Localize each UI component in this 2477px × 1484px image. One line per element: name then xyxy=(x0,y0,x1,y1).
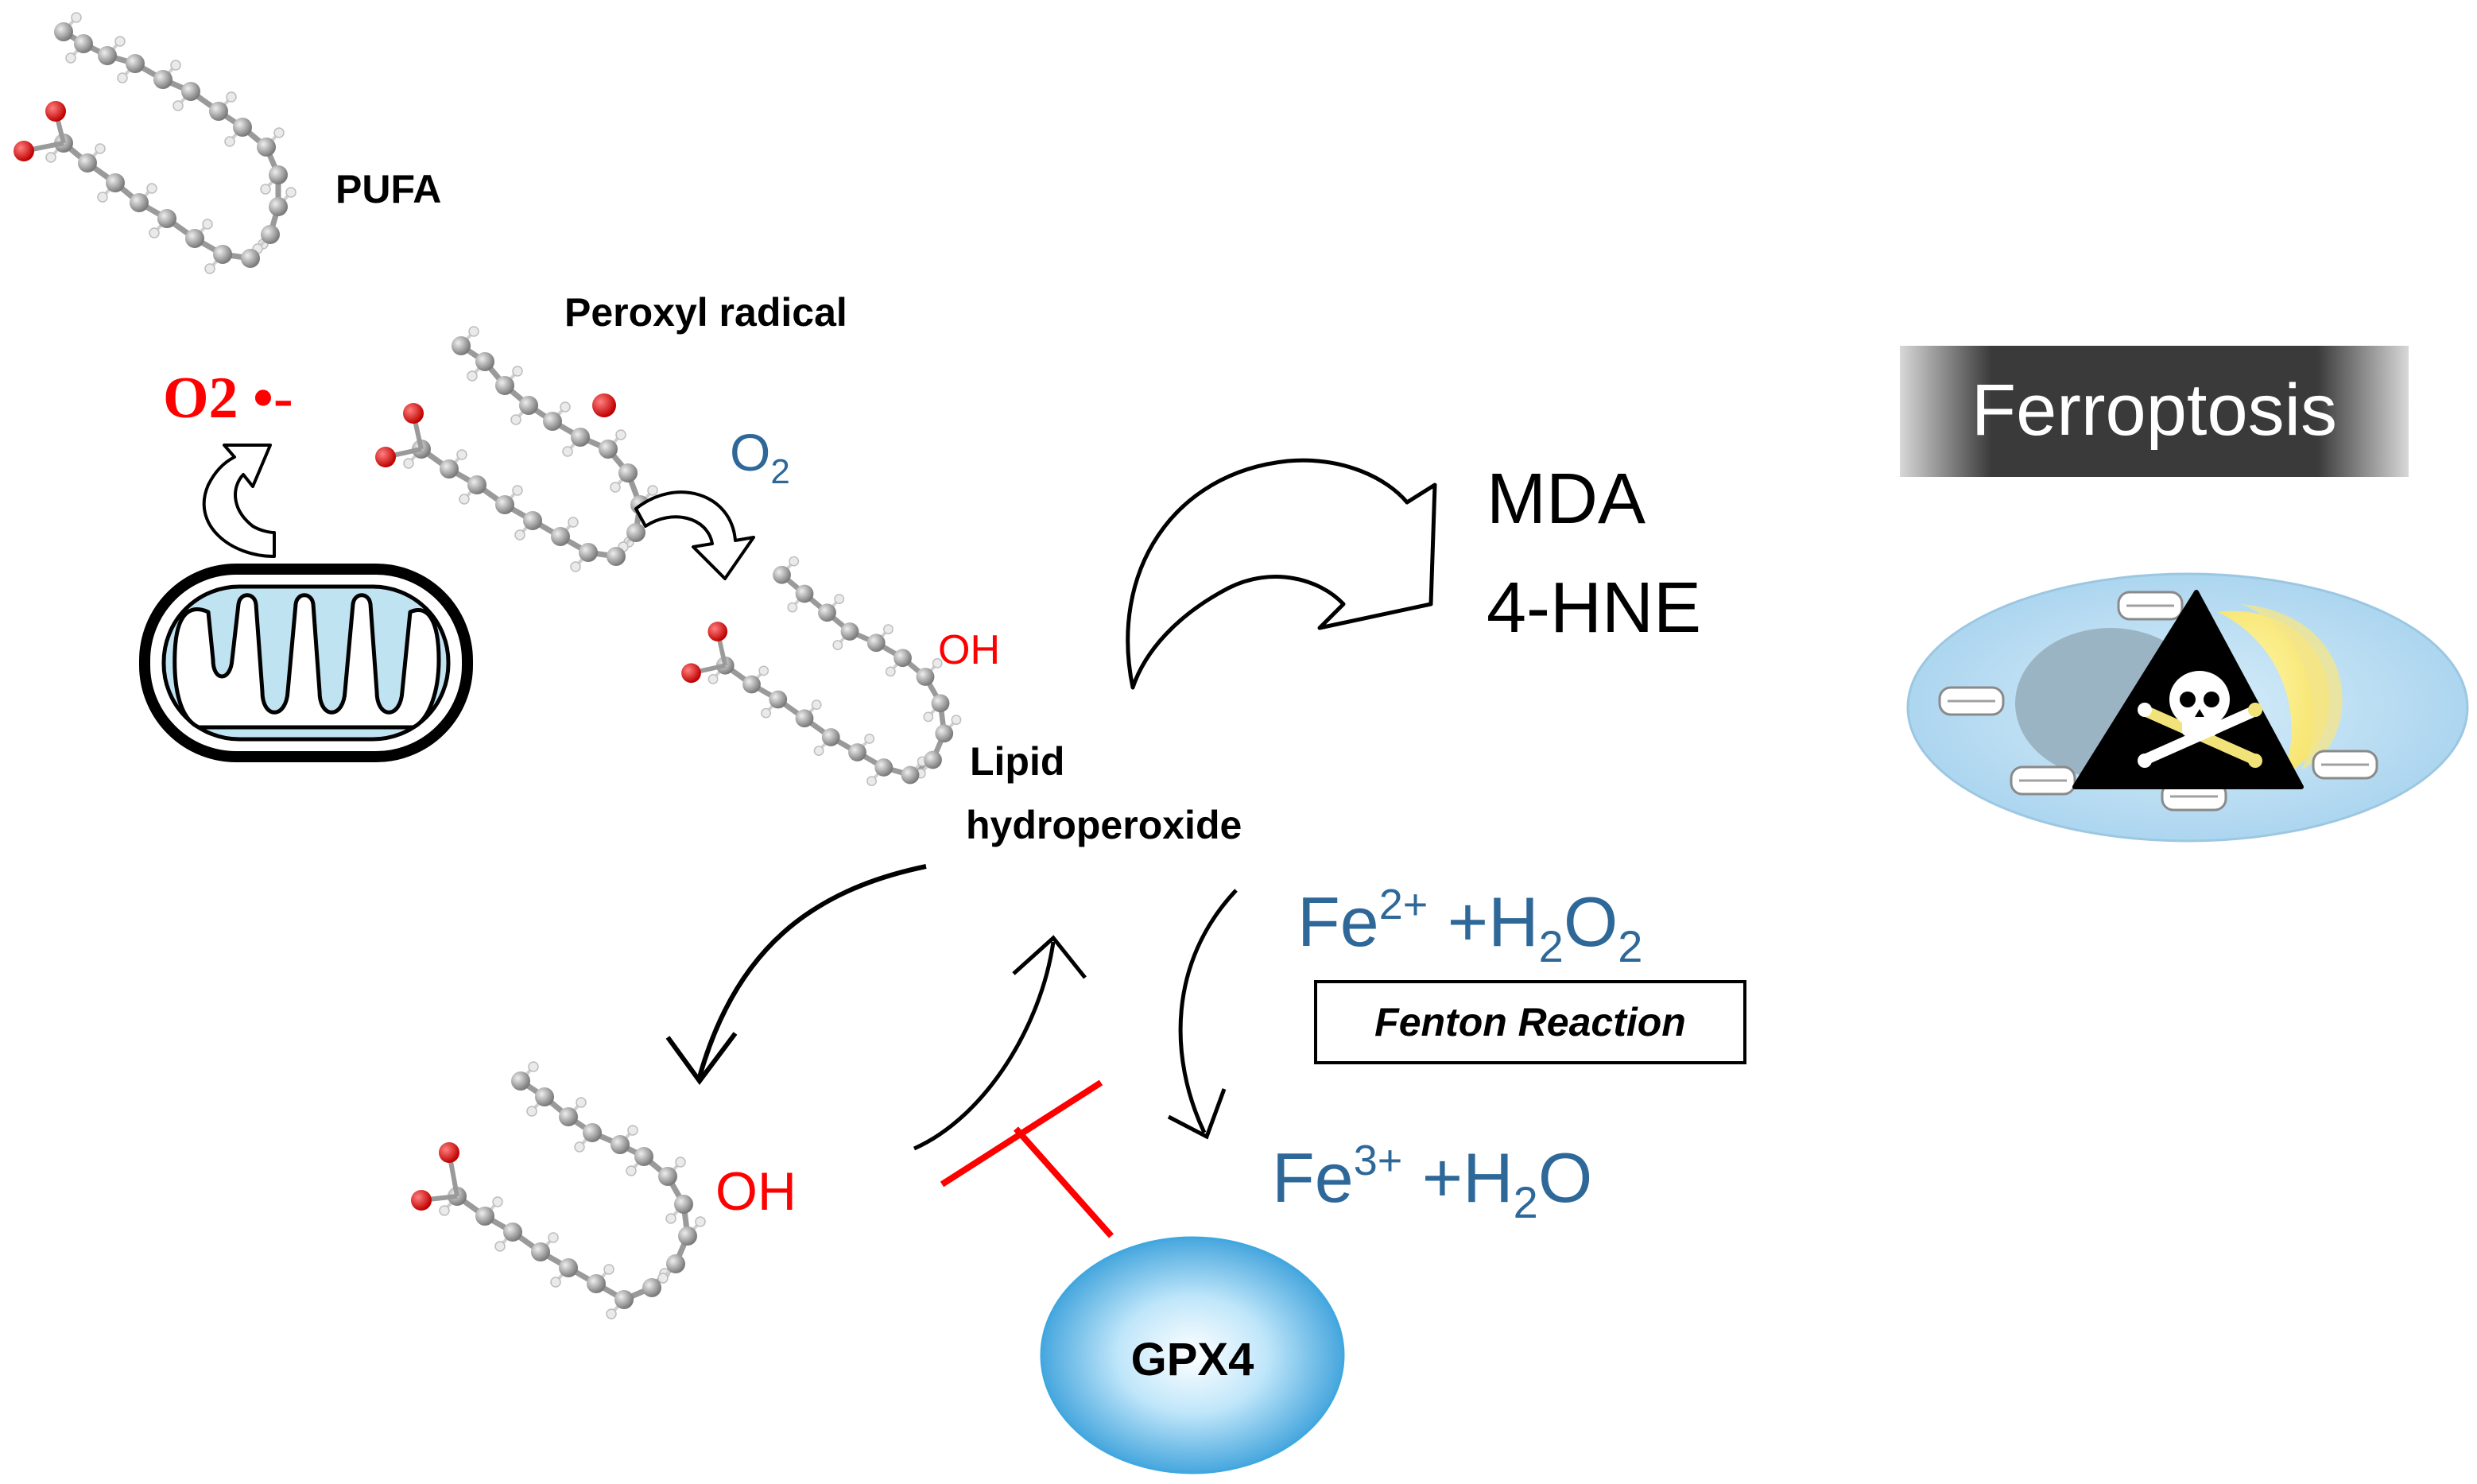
hydroperoxide-oh-label: OH xyxy=(938,627,1000,673)
superoxide-release-arrow xyxy=(202,444,276,558)
lipid-hydroperoxide-label: Lipid hydroperoxide xyxy=(966,739,1242,847)
reduction-arrow-left xyxy=(697,864,927,1078)
mda-label: MDA xyxy=(1487,459,1646,539)
ferroptosis-banner: Ferroptosis xyxy=(1900,346,2409,477)
oxidation-arrow xyxy=(634,490,755,580)
lipid-hydroperoxide-molecule-icon xyxy=(681,556,962,787)
peroxyl-radical-label: Peroxyl radical xyxy=(564,290,847,335)
svg-text:O2: O2 xyxy=(730,423,790,491)
pufa-label: PUFA xyxy=(335,167,441,211)
lipid-alcohol-oh-label: OH xyxy=(715,1161,797,1222)
superoxide-label: O2 •- xyxy=(163,366,293,431)
lipid-alcohol-molecule-icon xyxy=(411,1061,706,1319)
gpx4-protein: GPX4 xyxy=(1040,1236,1345,1474)
ferroptotic-cell-icon xyxy=(1906,572,2469,843)
svg-text:Fe3+ +H2O: Fe3+ +H2O xyxy=(1272,1137,1592,1227)
ferroptosis-title: Ferroptosis xyxy=(1971,370,2337,451)
gpx4-inhibition-mark xyxy=(940,1079,1114,1238)
svg-text:Fe2+ +H2O2: Fe2+ +H2O2 xyxy=(1297,881,1642,971)
fenton-reaction-box: Fenton Reaction xyxy=(1314,980,1746,1064)
fenton-reaction-label: Fenton Reaction xyxy=(1374,1000,1686,1044)
oxygen-label: O2 xyxy=(730,423,790,491)
fenton-arrow xyxy=(1178,889,1238,1134)
gpx4-label: GPX4 xyxy=(1131,1334,1254,1385)
skull-crossbones-icon xyxy=(2138,671,2262,768)
hne-label: 4-HNE xyxy=(1487,568,1701,648)
mitochondrion-icon xyxy=(139,564,473,762)
regeneration-arrow xyxy=(913,941,1056,1151)
peroxyl-radical-molecule-icon xyxy=(375,326,658,572)
degradation-arrow xyxy=(1126,458,1437,690)
ferrous-hydrogen-peroxide-label: Fe2+ +H2O2 xyxy=(1297,881,1642,971)
pufa-molecule-icon xyxy=(14,12,297,274)
ferric-water-label: Fe3+ +H2O xyxy=(1272,1137,1592,1227)
